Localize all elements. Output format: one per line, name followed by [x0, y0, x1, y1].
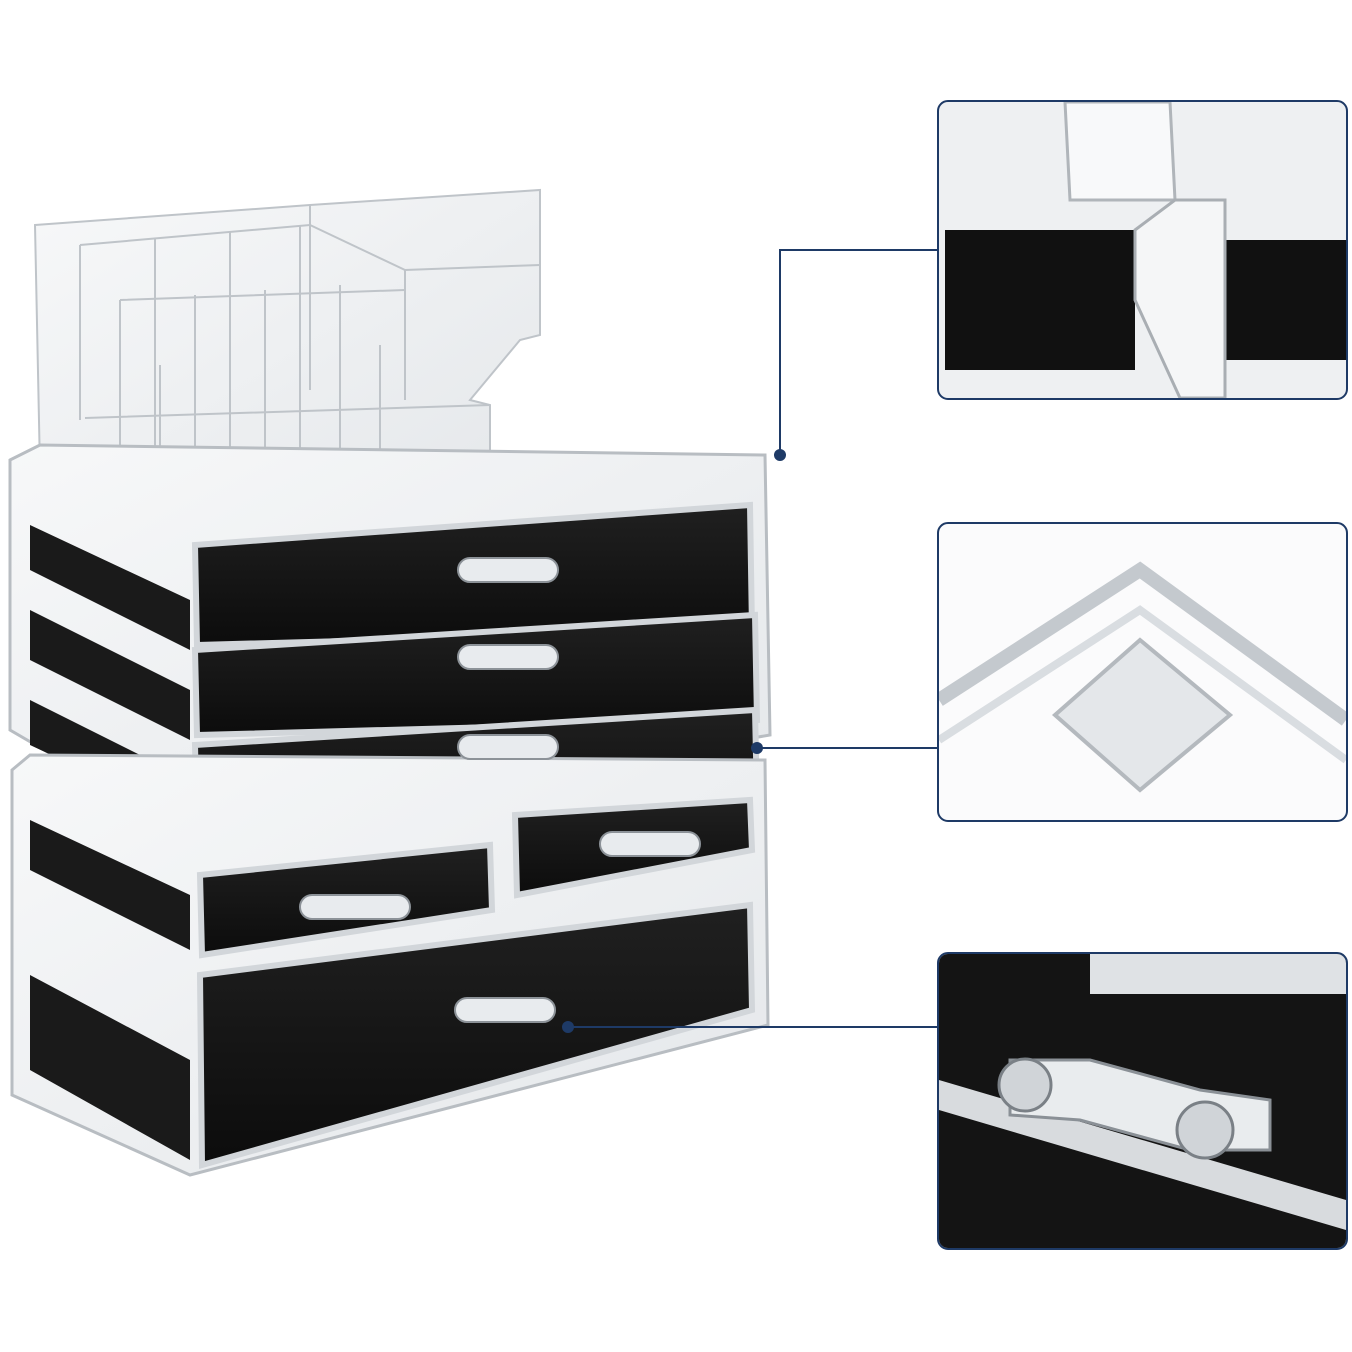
drawer-handles [299, 557, 701, 1023]
handle-icon [457, 557, 559, 583]
callout-foot-pad-detail [937, 522, 1348, 822]
callout-dots [562, 449, 786, 1033]
top-compartment-tray [33, 188, 541, 517]
handle-icon [299, 894, 411, 920]
handle-icon [454, 997, 556, 1023]
callout-lines [568, 249, 938, 1028]
handle-icon [457, 644, 559, 670]
callout-handle-detail [937, 952, 1348, 1250]
callout-corner-edge-detail [937, 100, 1348, 400]
lower-drawer-unit [10, 753, 770, 1177]
handle-icon [599, 831, 701, 857]
handle-icon [457, 734, 559, 760]
large-drawer[interactable] [196, 901, 756, 1169]
